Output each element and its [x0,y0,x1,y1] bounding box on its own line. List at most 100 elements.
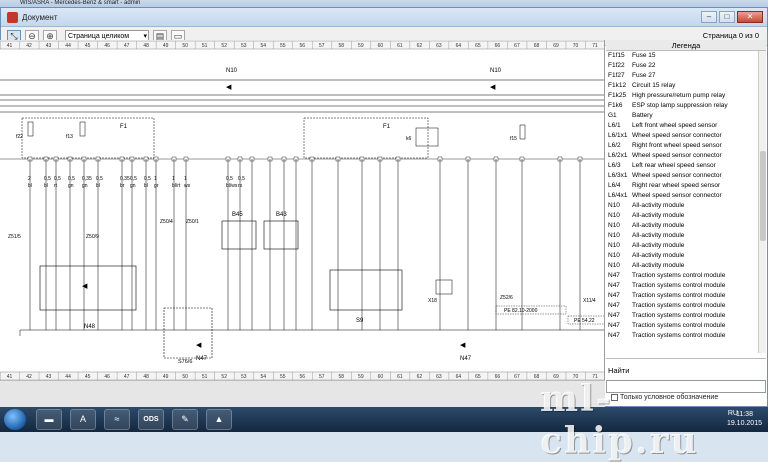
car-icon[interactable]: ▲ [206,409,232,430]
grid-number: 54 [260,43,266,49]
label-n10-right: N10 [490,68,502,74]
wifi-icon[interactable]: ≈ [104,409,130,430]
strict-symbol-checkbox[interactable] [611,394,618,401]
app-a-icon[interactable]: A [70,409,96,430]
legend-item[interactable]: N47 Traction systems control module [606,281,758,291]
legend-item[interactable]: N47 Traction systems control module [606,331,758,341]
grid-number: 46 [104,43,110,49]
legend-item-desc: Right front wheel speed sensor [632,142,722,149]
grid-number: 52 [221,374,227,380]
grid-number: 56 [300,374,306,380]
legend-scrollbar[interactable] [758,51,766,353]
grid-number: 68 [534,374,540,380]
label-f1-left: F1 [120,124,128,130]
legend-item-code: F1f22 [608,62,625,69]
clock[interactable]: 11:38 19.10.2015 [727,410,762,428]
pen-icon[interactable]: ✎ [172,409,198,430]
grid-number: 44 [65,43,71,49]
wire-color: ws [184,183,191,189]
grid-number: 47 [124,374,130,380]
label-n10-left: N10 [226,68,238,74]
grid-number: 54 [260,374,266,380]
legend-item-code: L6/1x1 [608,132,628,139]
legend-item-code: L6/4x1 [608,192,628,199]
wire-gauge: 1 [184,176,187,182]
print-icon[interactable]: ▤ [153,29,167,43]
legend-item-desc: Fuse 15 [632,52,656,59]
grid-number: 56 [300,43,306,49]
strict-symbol-row[interactable]: Только условное обозначение [611,394,718,401]
legend-item-code: N47 [608,332,620,339]
legend-item[interactable]: L6/2 Right front wheel speed sensor [606,141,758,151]
folder-icon[interactable]: ▬ [36,409,62,430]
grid-number: 48 [143,43,149,49]
grid-number: 69 [553,43,559,49]
legend-item-desc: Traction systems control module [632,322,726,329]
legend-item-desc: All-activity module [632,212,685,219]
legend-item-code: F1k6 [608,102,623,109]
legend-item-desc: Traction systems control module [632,332,726,339]
label-f1-right: F1 [383,124,391,130]
grid-number: 50 [182,43,188,49]
wire-gauge: 0,5 [144,176,151,182]
label-z51-5: Z51/5 [8,234,21,240]
ods-icon[interactable]: ODS [138,409,164,430]
legend-item-code: N47 [608,322,620,329]
label-f13: f13 [66,134,73,140]
speaker-icon: ◀ [226,84,232,91]
start-button[interactable] [4,409,26,430]
legend-item-code: L6/2 [608,142,621,149]
legend-item[interactable]: F1f15 Fuse 15 [606,51,758,61]
legend-item-desc: Wheel speed sensor connector [632,192,722,199]
find-input[interactable] [606,380,766,393]
zoom-mode-value: Страница целиком [68,32,130,40]
page-icon[interactable]: ▭ [171,29,185,43]
label-pe-54: PE 54.22 [574,318,595,324]
find-label: Найти [608,366,630,375]
legend-item-desc: Traction systems control module [632,302,726,309]
legend-scroll-thumb[interactable] [760,151,766,241]
maximize-button[interactable]: □ [719,11,735,23]
grid-number: 70 [573,43,579,49]
close-button[interactable]: ✕ [737,11,763,23]
wire-color: rs [238,183,243,189]
legend-item-code: F1f15 [608,52,625,59]
legend-item[interactable]: L6/4x1 Wheel speed sensor connector [606,191,758,201]
legend-item-desc: Traction systems control module [632,282,726,289]
language-indicator[interactable]: RU [727,410,738,417]
grid-number: 61 [397,43,403,49]
legend-item[interactable]: N47 Traction systems control module [606,321,758,331]
wire-gauge: 0,35 [120,176,130,182]
grid-number: 48 [143,374,149,380]
minimize-button[interactable]: – [701,11,717,23]
wire-gauge: 0,5 [44,176,51,182]
clock-date: 19.10.2015 [726,420,762,427]
legend-item-code: N47 [608,282,620,289]
